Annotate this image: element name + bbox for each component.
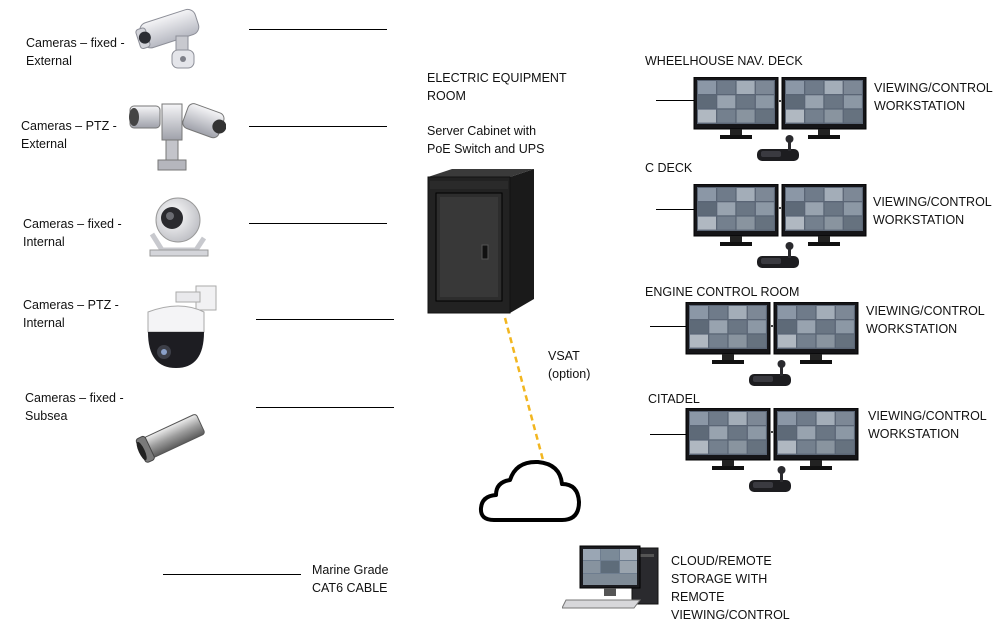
- camera-cable-line-2: [249, 126, 387, 127]
- workstation-cable-line-4: [650, 434, 686, 435]
- legend-cable-line: [163, 574, 301, 575]
- fixed-external-camera-icon: [132, 6, 204, 74]
- remote-storage-label: CLOUD/REMOTE STORAGE WITH REMOTE VIEWING…: [671, 554, 790, 622]
- server-cabinet-label: Server Cabinet with PoE Switch and UPS: [427, 124, 545, 156]
- workstation-monitors-2: [693, 184, 873, 272]
- workstation-label-3: VIEWING/CONTROL WORKSTATION: [866, 304, 985, 336]
- workstation-location-2: C DECK: [645, 161, 693, 175]
- workstation-monitors-1: [693, 77, 873, 165]
- camera-label-fixed-internal: Cameras – fixed - Internal: [23, 217, 122, 249]
- workstation-location-4: CITADEL: [648, 392, 700, 406]
- vsat-link-line: [500, 315, 550, 465]
- equipment-room-label: ELECTRIC EQUIPMENT ROOM: [427, 71, 567, 103]
- workstation-cable-line-3: [650, 326, 686, 327]
- fixed-internal-camera-icon: [142, 194, 212, 260]
- legend-label: Marine Grade CAT6 CABLE: [312, 563, 389, 595]
- cloud-icon: [478, 458, 584, 526]
- camera-cable-line-5: [256, 407, 394, 408]
- ptz-dome-camera-icon: [140, 282, 220, 372]
- workstation-label-1: VIEWING/CONTROL WORKSTATION: [874, 81, 993, 113]
- camera-cable-line-3: [249, 223, 387, 224]
- remote-computer-icon: [562, 544, 662, 610]
- camera-cable-line-1: [249, 29, 387, 30]
- workstation-location-1: WHEELHOUSE NAV. DECK: [645, 54, 803, 68]
- workstation-cable-line-2: [656, 209, 694, 210]
- camera-label-ptz-external: Cameras – PTZ - External: [21, 119, 117, 151]
- workstation-label-2: VIEWING/CONTROL WORKSTATION: [873, 195, 992, 227]
- workstation-monitors-3: [685, 302, 865, 390]
- camera-label-fixed-external: Cameras – fixed - External: [26, 36, 125, 68]
- ptz-external-camera-icon: [126, 96, 226, 176]
- workstation-location-3: ENGINE CONTROL ROOM: [645, 285, 800, 299]
- camera-label-fixed-subsea: Cameras – fixed - Subsea: [25, 391, 124, 423]
- camera-cable-line-4: [256, 319, 394, 320]
- workstation-cable-line-1: [656, 100, 694, 101]
- workstation-label-4: VIEWING/CONTROL WORKSTATION: [868, 409, 987, 441]
- camera-label-ptz-internal: Cameras – PTZ - Internal: [23, 298, 119, 330]
- workstation-monitors-4: [685, 408, 865, 496]
- server-cabinet-icon: [424, 167, 536, 317]
- subsea-camera-icon: [134, 410, 210, 466]
- vsat-label: VSAT (option): [548, 349, 591, 381]
